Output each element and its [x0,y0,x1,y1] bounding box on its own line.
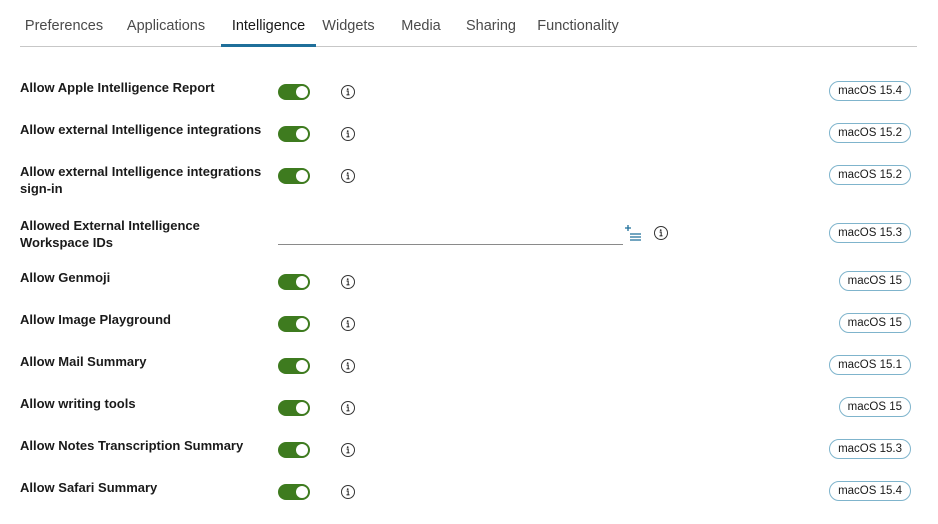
toggle-knob [296,86,308,98]
external-intelligence-sign-in-toggle[interactable] [278,168,310,184]
toggle-knob [296,486,308,498]
safari-summary-toggle[interactable] [278,484,310,500]
setting-row-genmoji: Allow Genmoji macOS 15 [0,270,938,300]
setting-row-image-playground: Allow Image Playground macOS 15 [0,312,938,342]
toggle-knob [296,128,308,140]
toggle-knob [296,276,308,288]
setting-label: Allow Genmoji [20,270,111,285]
workspace-ids-input[interactable] [278,222,623,245]
info-circle-icon[interactable] [341,401,355,415]
setting-row-mail-summary: Allow Mail Summary macOS 15.1 [0,354,938,384]
info-circle-icon[interactable] [341,485,355,499]
toggle-knob [296,360,308,372]
toggle-knob [296,444,308,456]
setting-label: Allow Safari Summary [20,480,158,495]
version-badge: macOS 15.4 [829,81,911,101]
settings-tab-bar: Preferences Applications Intelligence Wi… [20,0,917,47]
setting-label: Allow Notes Transcription Summary [20,438,244,453]
setting-label: Allow writing tools [20,396,136,411]
info-circle-icon[interactable] [341,85,355,99]
version-badge: macOS 15.3 [829,439,911,459]
version-badge: macOS 15.3 [829,223,911,243]
setting-label: Allow Image Playground [20,312,171,327]
info-circle-icon[interactable] [341,169,355,183]
image-playground-toggle[interactable] [278,316,310,332]
tab-functionality[interactable]: Functionality [537,18,619,34]
tab-applications[interactable]: Applications [126,18,206,34]
tab-sharing[interactable]: Sharing [466,18,516,34]
setting-row-external-intelligence-sign-in: Allow external Intelligence integrations… [0,164,938,200]
setting-row-external-intelligence-integrations: Allow external Intelligence integrations… [0,122,938,152]
version-badge: macOS 15.4 [829,481,911,501]
setting-row-notes-transcription-summary: Allow Notes Transcription Summary macOS … [0,438,938,468]
toggle-knob [296,318,308,330]
genmoji-toggle[interactable] [278,274,310,290]
version-badge: macOS 15.2 [829,123,911,143]
setting-row-writing-tools: Allow writing tools macOS 15 [0,396,938,426]
version-badge: macOS 15 [838,397,911,417]
version-badge: macOS 15.2 [829,165,911,185]
info-circle-icon[interactable] [341,275,355,289]
version-badge: macOS 15.1 [829,355,911,375]
tab-intelligence[interactable]: Intelligence [221,0,316,47]
setting-label: Allowed External Intelligence Workspace … [20,218,200,250]
info-circle-icon[interactable] [341,127,355,141]
setting-label: Allow Mail Summary [20,354,147,369]
setting-label: Allow external Intelligence integrations… [20,164,262,196]
info-circle-icon[interactable] [341,359,355,373]
tab-preferences[interactable]: Preferences [24,18,104,34]
notes-transcription-summary-toggle[interactable] [278,442,310,458]
toggle-knob [296,170,308,182]
setting-row-apple-intelligence-report: Allow Apple Intelligence Report macOS 15… [0,80,938,110]
writing-tools-toggle[interactable] [278,400,310,416]
add-list-icon[interactable] [624,224,644,242]
setting-label: Allow external Intelligence integrations [20,122,262,137]
external-intelligence-integrations-toggle[interactable] [278,126,310,142]
apple-intelligence-report-toggle[interactable] [278,84,310,100]
mail-summary-toggle[interactable] [278,358,310,374]
toggle-knob [296,402,308,414]
tab-media[interactable]: Media [401,18,441,34]
tab-widgets[interactable]: Widgets [322,18,375,34]
setting-row-workspace-ids: Allowed External Intelligence Workspace … [0,218,938,254]
info-circle-icon[interactable] [654,226,668,240]
version-badge: macOS 15 [838,313,911,333]
info-circle-icon[interactable] [341,317,355,331]
version-badge: macOS 15 [838,271,911,291]
info-circle-icon[interactable] [341,443,355,457]
setting-row-safari-summary: Allow Safari Summary macOS 15.4 [0,480,938,510]
setting-label: Allow Apple Intelligence Report [20,80,215,95]
